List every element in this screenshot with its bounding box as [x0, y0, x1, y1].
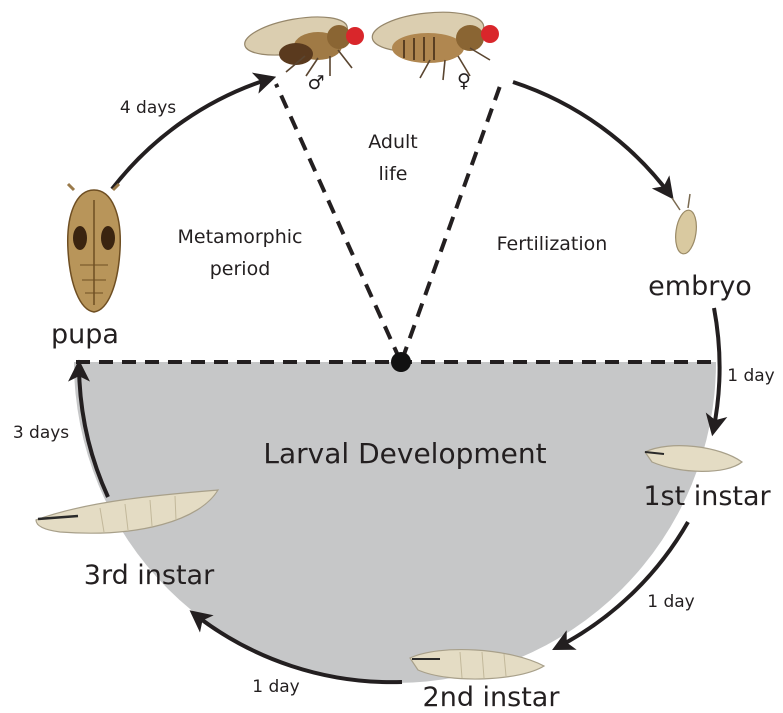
adult-life-label-line2: life	[379, 163, 408, 185]
duration-embryo-to-first: 1 day	[727, 366, 775, 386]
duration-pupa-to-adult: 4 days	[120, 98, 176, 118]
pupa-image	[68, 184, 121, 312]
embryo-label: embryo	[648, 271, 752, 302]
fertilization-label: Fertilization	[497, 233, 608, 255]
arrow-adult-to-embryo	[513, 82, 671, 196]
center-dot	[391, 352, 411, 372]
embryo-image	[672, 194, 699, 255]
dashed-line-female	[402, 86, 500, 360]
first-instar-label: 1st instar	[643, 481, 771, 512]
female-symbol: ♀	[457, 70, 471, 92]
duration-first-to-second: 1 day	[647, 592, 695, 612]
third-instar-label: 3rd instar	[84, 560, 215, 591]
duration-third-to-pupa: 3 days	[13, 423, 69, 443]
metamorphic-period-label-line2: period	[210, 258, 271, 280]
arrow-pupa-to-adult	[112, 78, 272, 189]
duration-second-to-third: 1 day	[252, 677, 300, 697]
male-fly-image	[242, 10, 364, 76]
adult-life-label-line1: Adult	[368, 131, 418, 153]
pupa-label: pupa	[51, 319, 119, 350]
dashed-line-male	[276, 84, 400, 360]
female-fly-image	[370, 7, 499, 80]
metamorphic-period-label-line1: Metamorphic	[178, 226, 303, 248]
larval-development-label: Larval Development	[263, 437, 546, 470]
second-instar-label: 2nd instar	[423, 682, 561, 713]
male-symbol: ♂	[307, 72, 324, 94]
